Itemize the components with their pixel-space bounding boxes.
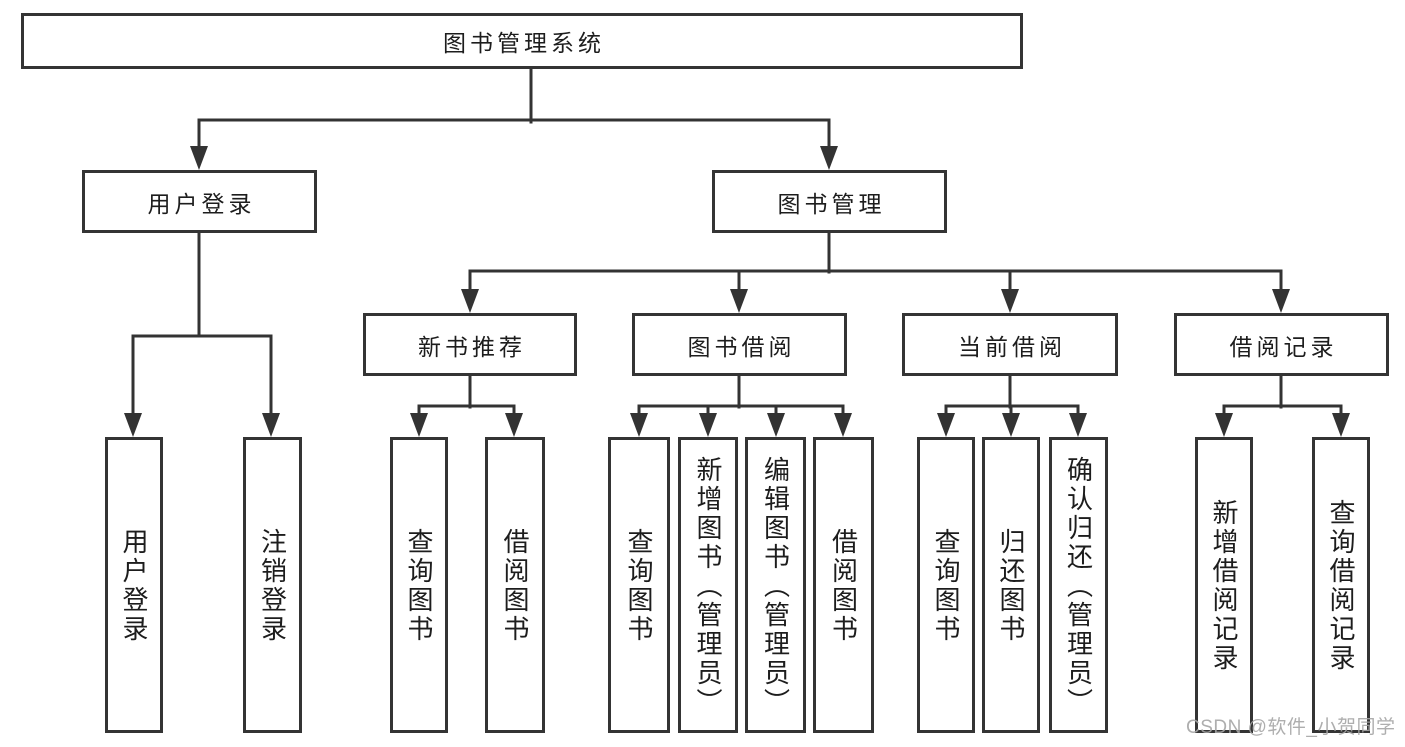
leaf-return-books: 归还图书 bbox=[982, 437, 1040, 733]
leaf-confirm-return-admin: 确认归还（管理员） bbox=[1049, 437, 1108, 733]
leaf-query-books-recommend: 查询图书 bbox=[390, 437, 448, 733]
node-label: 图书管理系统 bbox=[443, 30, 605, 56]
node-label: 新增借阅记录 bbox=[1209, 499, 1240, 673]
node-label: 用户登录 bbox=[147, 190, 256, 217]
node-borrowing-records: 借阅记录 bbox=[1174, 313, 1389, 376]
node-label: 查询借阅记录 bbox=[1326, 499, 1357, 673]
node-user-login-branch: 用户登录 bbox=[82, 170, 317, 233]
node-label: 注销登录 bbox=[257, 528, 288, 644]
leaf-user-login: 用户登录 bbox=[105, 437, 163, 733]
leaf-logout: 注销登录 bbox=[243, 437, 302, 733]
leaf-query-borrow-record: 查询借阅记录 bbox=[1312, 437, 1370, 733]
node-label: 归还图书 bbox=[996, 528, 1027, 644]
node-label: 图书借阅 bbox=[687, 333, 796, 360]
node-label: 查询图书 bbox=[931, 528, 962, 644]
node-label: 用户登录 bbox=[119, 528, 150, 644]
node-label: 新书推荐 bbox=[418, 333, 526, 360]
node-label: 借阅图书 bbox=[500, 528, 531, 644]
node-root-library-system: 图书管理系统 bbox=[21, 13, 1023, 69]
leaf-add-borrow-record: 新增借阅记录 bbox=[1195, 437, 1253, 733]
leaf-edit-books-admin: 编辑图书（管理员） bbox=[745, 437, 806, 733]
leaf-add-books-admin: 新增图书（管理员） bbox=[678, 437, 738, 733]
leaf-borrow-books: 借阅图书 bbox=[813, 437, 874, 733]
node-label: 确认归还（管理员） bbox=[1063, 455, 1094, 717]
node-label: 查询图书 bbox=[624, 528, 655, 644]
leaf-query-books-borrowing: 查询图书 bbox=[608, 437, 670, 733]
node-book-borrowing: 图书借阅 bbox=[632, 313, 847, 376]
node-label: 借阅记录 bbox=[1229, 333, 1338, 360]
node-label: 查询图书 bbox=[404, 528, 435, 644]
leaf-query-books-current: 查询图书 bbox=[917, 437, 975, 733]
leaf-borrow-books-recommend: 借阅图书 bbox=[485, 437, 545, 733]
arrowheads bbox=[124, 146, 1350, 437]
node-label: 编辑图书（管理员） bbox=[760, 455, 791, 717]
node-new-book-recommend: 新书推荐 bbox=[363, 313, 577, 376]
csdn-watermark: CSDN @软件_小贺同学 bbox=[1186, 717, 1396, 738]
node-label: 图书管理 bbox=[777, 190, 886, 217]
node-label: 当前借阅 bbox=[958, 333, 1066, 360]
connector-lines bbox=[131, 67, 1343, 418]
node-current-borrowing: 当前借阅 bbox=[902, 313, 1118, 376]
node-label: 借阅图书 bbox=[828, 528, 859, 644]
node-book-management-branch: 图书管理 bbox=[712, 170, 947, 233]
node-label: 新增图书（管理员） bbox=[693, 455, 724, 717]
